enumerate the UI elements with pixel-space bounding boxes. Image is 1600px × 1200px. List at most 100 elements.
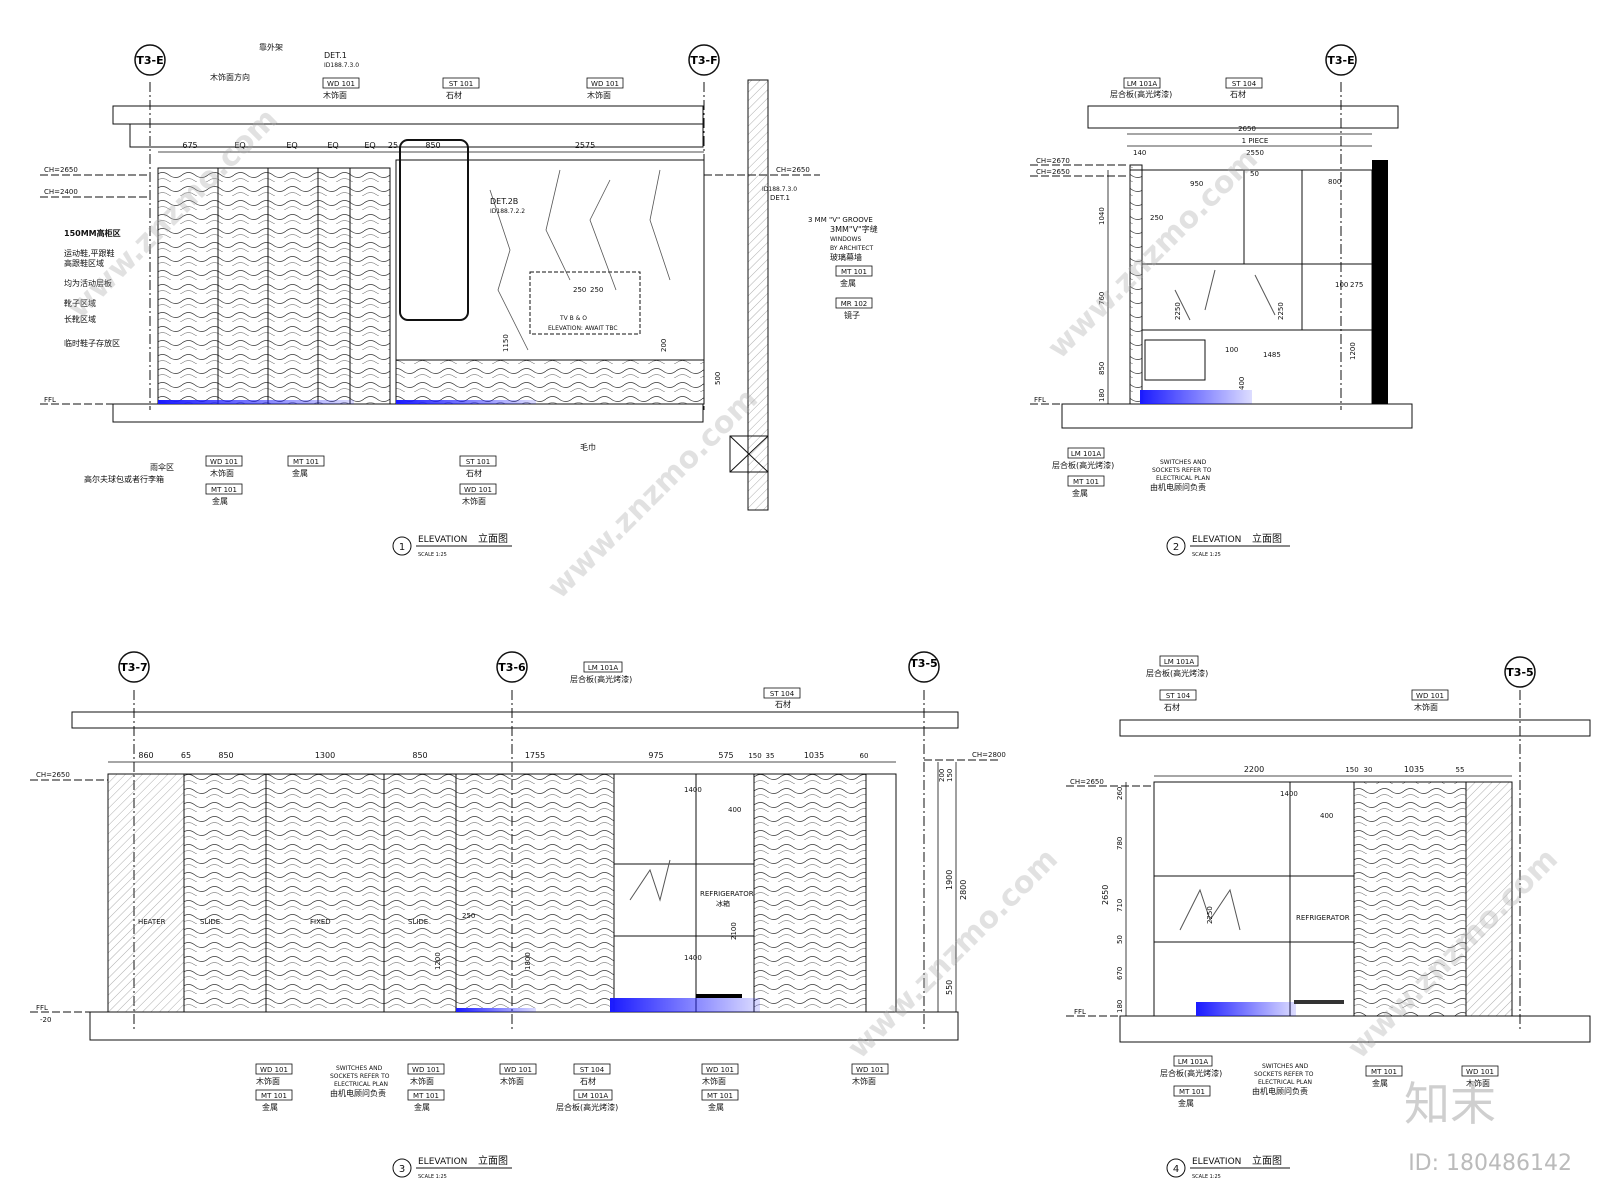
svg-text:均为活动层板: 均为活动层板 bbox=[64, 278, 112, 288]
svg-text:SCALE 1:25: SCALE 1:25 bbox=[418, 1174, 447, 1180]
svg-text:www.znzmo.com: www.znzmo.com bbox=[1041, 142, 1265, 366]
svg-text:金属: 金属 bbox=[262, 1102, 278, 1112]
svg-text:金属: 金属 bbox=[1372, 1078, 1388, 1088]
svg-text:1755: 1755 bbox=[525, 751, 545, 760]
svg-text:25: 25 bbox=[388, 141, 398, 150]
svg-text:MT 101: MT 101 bbox=[1371, 1068, 1397, 1076]
elevation-1: T3-E T3-F 675 EQ EQ EQ bbox=[40, 42, 878, 558]
elevation-4: T3-5 2200 150 30 1035 55 1400 400 2250 R… bbox=[1066, 655, 1591, 1180]
svg-text:LM 101A: LM 101A bbox=[588, 664, 619, 672]
svg-text:ELEVATION: ELEVATION bbox=[418, 1157, 467, 1167]
svg-text:CH=2650: CH=2650 bbox=[1036, 168, 1070, 176]
svg-text:立面图: 立面图 bbox=[478, 1154, 508, 1167]
elevation-3: T3-7 T3-6 T3-5 860 65 850 1300 850 bbox=[30, 651, 1006, 1180]
material-tag: WD 101 木饰面 bbox=[701, 1063, 739, 1086]
svg-text:FIXED: FIXED bbox=[310, 918, 331, 926]
material-tag: ST 104 石材 bbox=[1225, 77, 1263, 99]
svg-text:CH=2400: CH=2400 bbox=[44, 188, 78, 196]
svg-text:2250: 2250 bbox=[1277, 302, 1285, 320]
svg-text:石材: 石材 bbox=[775, 699, 791, 709]
curtain-wall bbox=[747, 79, 769, 511]
svg-text:WD 101: WD 101 bbox=[260, 1066, 288, 1074]
svg-text:ELEVATION: ELEVATION bbox=[1192, 535, 1241, 545]
svg-text:EQ: EQ bbox=[327, 141, 338, 150]
material-tag: WD 101 木饰面 bbox=[586, 77, 624, 100]
svg-text:木饰面: 木饰面 bbox=[210, 468, 234, 478]
svg-text:T3-E: T3-E bbox=[1327, 54, 1354, 67]
elevation-title: 2 ELEVATION 立面图 SCALE 1:25 bbox=[1166, 532, 1290, 558]
svg-text:800: 800 bbox=[1328, 178, 1341, 186]
svg-text:675: 675 bbox=[182, 141, 197, 150]
svg-text:2650: 2650 bbox=[1101, 885, 1110, 905]
svg-text:SWITCHES AND: SWITCHES AND bbox=[1262, 1063, 1309, 1070]
material-tag: LM 101A 层合板(高光烤漆) bbox=[570, 661, 632, 684]
svg-text:850: 850 bbox=[412, 751, 427, 760]
svg-text:ELEVATION: AWAIT TBC: ELEVATION: AWAIT TBC bbox=[548, 325, 618, 332]
svg-text:100: 100 bbox=[1335, 281, 1348, 289]
svg-text:金属: 金属 bbox=[840, 278, 856, 288]
svg-text:CH=2650: CH=2650 bbox=[1070, 778, 1104, 786]
svg-text:木饰面: 木饰面 bbox=[852, 1076, 876, 1086]
svg-text:DET.1: DET.1 bbox=[324, 51, 347, 60]
material-tag: WD 101 木饰面 bbox=[255, 1063, 293, 1086]
svg-text:ELECTRICAL PLAN: ELECTRICAL PLAN bbox=[334, 1081, 388, 1088]
material-tag: ST 101 石材 bbox=[459, 455, 497, 478]
svg-text:ST 104: ST 104 bbox=[1166, 692, 1191, 700]
tv-outline bbox=[529, 271, 641, 335]
svg-text:150: 150 bbox=[748, 752, 761, 760]
svg-text:CH=2650: CH=2650 bbox=[36, 771, 70, 779]
svg-text:MT 101: MT 101 bbox=[261, 1092, 287, 1100]
svg-text:500: 500 bbox=[714, 372, 722, 385]
svg-text:WD 101: WD 101 bbox=[412, 1066, 440, 1074]
svg-text:250: 250 bbox=[573, 286, 586, 294]
svg-text:EQ: EQ bbox=[364, 141, 375, 150]
material-tag: LM 101A 层合板(高光烤漆) bbox=[1110, 77, 1172, 99]
svg-text:EQ: EQ bbox=[234, 141, 245, 150]
svg-text:65: 65 bbox=[181, 751, 191, 760]
svg-text:50: 50 bbox=[1116, 935, 1124, 944]
svg-text:LM 101A: LM 101A bbox=[1127, 80, 1158, 88]
material-tag: LM 101A 层合板(高光烤漆) bbox=[1052, 447, 1114, 470]
material-tag: MT 101 金属 bbox=[407, 1089, 445, 1112]
svg-text:由机电顾问负责: 由机电顾问负责 bbox=[1252, 1086, 1308, 1096]
svg-text:石材: 石材 bbox=[1164, 702, 1180, 712]
material-tag: WD 101 木饰面 bbox=[1411, 689, 1449, 712]
svg-text:1300: 1300 bbox=[315, 751, 335, 760]
material-tag: MR 102 镜子 bbox=[835, 297, 873, 320]
svg-text:临时鞋子存放区: 临时鞋子存放区 bbox=[64, 338, 120, 348]
floor-light-strip bbox=[396, 400, 536, 404]
material-tag: MT 101 金属 bbox=[1173, 1085, 1211, 1108]
svg-text:ST 104: ST 104 bbox=[580, 1066, 605, 1074]
svg-text:石材: 石材 bbox=[1230, 89, 1246, 99]
material-tag: WD 101 木饰面 bbox=[322, 77, 360, 100]
svg-text:275: 275 bbox=[1350, 281, 1363, 289]
svg-text:ELEVATION: ELEVATION bbox=[418, 535, 467, 545]
svg-text:运动鞋,平跟鞋: 运动鞋,平跟鞋 bbox=[64, 248, 115, 258]
material-tag: WD 101 木饰面 bbox=[407, 1063, 445, 1086]
svg-text:100: 100 bbox=[1225, 346, 1238, 354]
svg-text:1800: 1800 bbox=[524, 952, 532, 970]
svg-text:金属: 金属 bbox=[1178, 1098, 1194, 1108]
svg-text:层合板(高光烤漆): 层合板(高光烤漆) bbox=[570, 674, 632, 684]
svg-text:SWITCHES AND: SWITCHES AND bbox=[336, 1065, 383, 1072]
svg-text:ST 101: ST 101 bbox=[449, 80, 473, 88]
svg-text:木饰面: 木饰面 bbox=[462, 496, 486, 506]
svg-text:靴子区域: 靴子区域 bbox=[64, 298, 96, 308]
grid-bubble-t3-5: T3-5 bbox=[1504, 656, 1536, 688]
svg-text:玻璃幕墙: 玻璃幕墙 bbox=[830, 252, 862, 262]
brand-logo: 知末 bbox=[1404, 1077, 1496, 1131]
svg-text:镜子: 镜子 bbox=[844, 310, 860, 320]
svg-text:400: 400 bbox=[1238, 377, 1246, 390]
svg-text:140: 140 bbox=[1133, 149, 1146, 157]
image-id: ID: 180486142 bbox=[1408, 1151, 1572, 1176]
elevation-title: 4 ELEVATION 立面图 SCALE 1:25 bbox=[1166, 1154, 1290, 1180]
svg-text:SLIDE: SLIDE bbox=[200, 918, 220, 926]
svg-text:CH=2650: CH=2650 bbox=[776, 166, 810, 174]
wood-panel bbox=[1353, 781, 1467, 1017]
svg-text:长靴区域: 长靴区域 bbox=[64, 314, 96, 324]
grid-bubble-t3e: T3-E bbox=[1325, 44, 1357, 76]
svg-text:1200: 1200 bbox=[434, 952, 442, 970]
material-tag: WD 101 木饰面 bbox=[1461, 1065, 1499, 1088]
svg-text:1400: 1400 bbox=[1280, 790, 1298, 798]
grid-bubble-t3-7: T3-7 bbox=[118, 651, 150, 683]
